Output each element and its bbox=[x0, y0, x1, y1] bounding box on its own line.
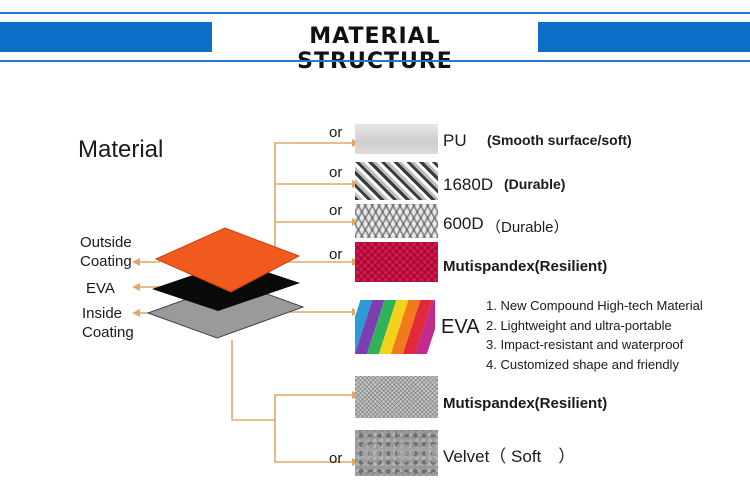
inside-coating-label: Inside Coating bbox=[82, 305, 134, 341]
or-label: or bbox=[329, 246, 343, 263]
banner-bottom-rule bbox=[0, 60, 750, 62]
title-banner: MATERIAL STRUCTURE bbox=[0, 0, 750, 74]
mutispandex-grey-swatch bbox=[355, 376, 438, 418]
banner-right-cap bbox=[538, 22, 560, 52]
arrow-inside-coating-label bbox=[132, 309, 140, 317]
connector-inside-stub bbox=[231, 340, 275, 421]
eva-feature-item: 4. Customized shape and friendly bbox=[486, 356, 679, 372]
eva-feature-item: 3. Impact-resistant and waterproof bbox=[486, 337, 684, 352]
banner-left-cap bbox=[190, 22, 212, 52]
connector-outside-main bbox=[274, 142, 352, 250]
material-heading: Material bbox=[78, 136, 164, 163]
eva-feature-item: 2. Lightweight and ultra-portable bbox=[486, 317, 672, 333]
600d-desc: （Durable） bbox=[486, 219, 569, 236]
1680d-swatch bbox=[355, 162, 438, 200]
outside-coating-layer bbox=[154, 227, 301, 293]
eva-layer-label: EVA bbox=[86, 280, 115, 297]
mutispandex-top-name: Mutispandex(Resilient) bbox=[443, 258, 608, 275]
pu-desc: (Smooth surface/soft) bbox=[487, 132, 632, 148]
1680d-name: 1680D bbox=[443, 175, 494, 194]
eva-core-name: EVA bbox=[441, 316, 480, 338]
1680d-desc: (Durable) bbox=[504, 176, 566, 192]
600d-swatch bbox=[355, 204, 438, 238]
600d-name: 600D bbox=[443, 214, 484, 233]
or-label: or bbox=[329, 124, 343, 141]
arrow-eva-label bbox=[132, 283, 140, 291]
velvet-swatch bbox=[355, 430, 438, 476]
or-label: or bbox=[329, 450, 343, 467]
mutispandex-red-swatch bbox=[355, 242, 438, 282]
eva-feature-item: 1. New Compound High-tech Material bbox=[486, 298, 703, 313]
banner-right-bar bbox=[538, 22, 750, 52]
arrow-outside-coating-label bbox=[132, 258, 140, 266]
connector-velvet bbox=[274, 420, 352, 463]
eva-feature-list: 1. New Compound High-tech Material 2. Li… bbox=[486, 296, 703, 374]
pu-swatch bbox=[355, 124, 438, 154]
or-label: or bbox=[329, 202, 343, 219]
banner-left-bar bbox=[0, 22, 212, 52]
velvet-name: Velvet（ Soft ） bbox=[443, 447, 576, 466]
banner-top-rule bbox=[0, 12, 750, 14]
eva-swatch bbox=[355, 300, 435, 354]
outside-coating-label: Outside Coating bbox=[80, 234, 132, 270]
or-label: or bbox=[329, 164, 343, 181]
pu-name: PU bbox=[443, 131, 467, 150]
connector-lines bbox=[231, 142, 352, 463]
mutispandex-bottom-name: Mutispandex(Resilient) bbox=[443, 395, 608, 412]
connector-mutispandex-bottom bbox=[274, 394, 352, 420]
